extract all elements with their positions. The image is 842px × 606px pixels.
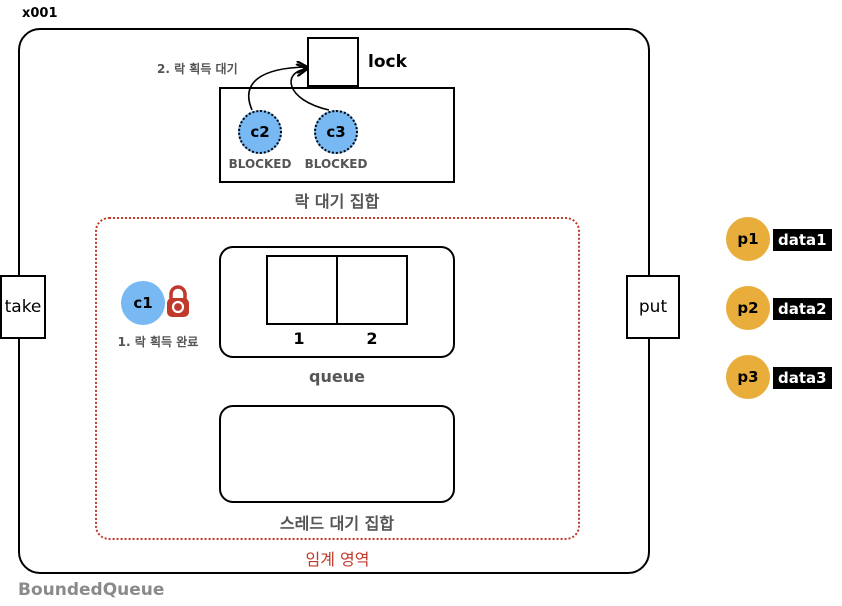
padlock-icon <box>167 285 189 317</box>
producer-p1-data: data1 <box>773 229 832 251</box>
thread-c1-label: c1 <box>133 294 153 312</box>
put-method-box: put <box>626 275 680 339</box>
thread-c3-state: BLOCKED <box>304 157 368 171</box>
queue-slot <box>266 255 338 325</box>
queue-slot <box>336 255 408 325</box>
take-method-label: take <box>4 297 42 317</box>
thread-c3-circle: c3 <box>314 110 358 154</box>
thread-c2-label: c2 <box>250 123 270 141</box>
thread-wait-set-box <box>219 405 455 503</box>
arrow-c3-to-lock <box>290 69 330 111</box>
queue-label: queue <box>309 367 365 386</box>
queue-slot-index: 1 <box>293 329 305 348</box>
lock-box <box>307 37 359 87</box>
producer-p2-data: data2 <box>773 298 832 320</box>
queue-box <box>219 246 455 358</box>
thread-wait-set-label: 스레드 대기 집합 <box>279 514 395 533</box>
thread-c2-state: BLOCKED <box>228 157 292 171</box>
producer-p1-circle: p1 <box>726 217 770 261</box>
thread-c1-circle: c1 <box>121 281 165 325</box>
instance-id-label: x001 <box>22 6 58 21</box>
lock-label: lock <box>368 52 407 72</box>
queue-slot-index: 2 <box>366 329 378 348</box>
critical-section-label: 임계 영역 <box>305 550 370 569</box>
producer-p2-label: p2 <box>737 299 759 317</box>
lock-wait-set-label: 락 대기 집합 <box>294 192 380 211</box>
producer-p2-circle: p2 <box>726 286 770 330</box>
lock-acquired-step-label: 1. 락 획득 완료 <box>117 335 199 349</box>
thread-c3-label: c3 <box>326 123 346 141</box>
put-method-label: put <box>638 297 668 317</box>
arrow-c2-to-lock <box>247 67 306 111</box>
producer-p3-label: p3 <box>737 368 759 386</box>
producer-p3-circle: p3 <box>726 355 770 399</box>
take-method-box: take <box>0 275 46 339</box>
class-name-label: BoundedQueue <box>18 580 165 600</box>
lock-wait-step-label: 2. 락 획득 대기 <box>157 62 238 76</box>
critical-section-box <box>95 217 580 540</box>
producer-p3-data: data3 <box>773 367 832 389</box>
producer-p1-label: p1 <box>737 230 759 248</box>
thread-c2-circle: c2 <box>238 110 282 154</box>
